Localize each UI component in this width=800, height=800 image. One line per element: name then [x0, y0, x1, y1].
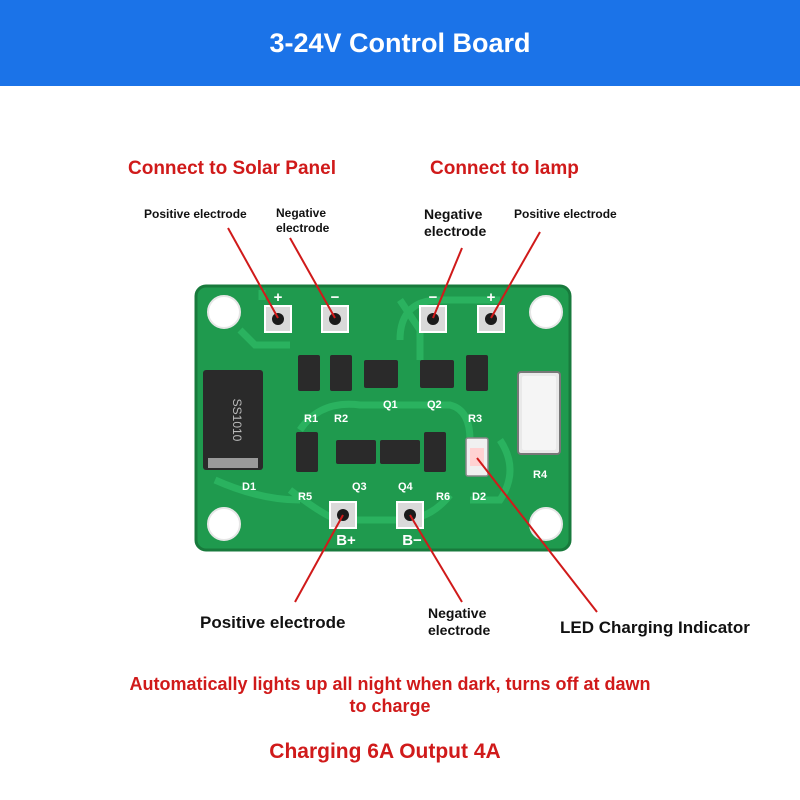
transistor-q3	[336, 440, 376, 464]
label-r1: R1	[304, 413, 318, 425]
mounting-hole	[207, 507, 241, 541]
transistor-q1	[364, 360, 398, 388]
transistor-q4	[380, 440, 420, 464]
label-r2: R2	[334, 413, 348, 425]
label-r3: R3	[468, 413, 482, 425]
label-battery-positive: Positive electrode	[200, 613, 346, 632]
pointer-battery-negative	[409, 514, 463, 603]
pointer-lamp-positive	[490, 231, 541, 319]
diode-d1	[203, 370, 263, 470]
label-d1: D1	[242, 481, 256, 493]
label-r4: R4	[533, 469, 548, 481]
pointer-lamp-negative	[432, 247, 463, 319]
resistor-r6	[424, 432, 446, 472]
resistor-r2	[330, 355, 352, 391]
label-led-indicator: LED Charging Indicator	[560, 618, 750, 637]
pcb-board	[196, 286, 570, 550]
resistor-r3	[466, 355, 488, 391]
label-battery-negative: Negative electrode	[428, 605, 491, 638]
silk-b-minus: B−	[402, 532, 422, 549]
pointer-battery-positive	[294, 514, 344, 603]
pointer-solar-positive	[227, 227, 279, 319]
mounting-hole	[529, 295, 563, 329]
mounting-hole	[207, 295, 241, 329]
label-lamp-negative: Negative electrode	[424, 206, 487, 239]
label-q1: Q1	[383, 399, 398, 411]
silk-top-1: +	[274, 289, 283, 306]
label-q3: Q3	[352, 481, 367, 493]
label-solar-negative: Negative electrode	[276, 206, 330, 235]
spec-text: Charging 6A Output 4A	[269, 740, 501, 763]
resistor-r1	[298, 355, 320, 391]
label-solar-positive: Positive electrode	[144, 207, 247, 221]
pointer-led-indicator	[476, 457, 598, 613]
label-d2: D2	[472, 491, 486, 503]
label-q4: Q4	[398, 481, 414, 493]
silk-top-2: −	[331, 289, 340, 306]
lamp-heading: Connect to lamp	[430, 158, 579, 179]
silk-b-plus: B+	[336, 532, 356, 549]
page-title: 3-24V Control Board	[269, 27, 531, 58]
description-text: Automatically lights up all night when d…	[129, 674, 651, 716]
transistor-q2	[420, 360, 454, 388]
mounting-hole	[529, 507, 563, 541]
label-r5: R5	[298, 491, 312, 503]
title-banner: 3-24V Control Board	[0, 0, 800, 86]
silk-top-4: +	[487, 289, 496, 306]
solar-heading: Connect to Solar Panel	[128, 158, 336, 179]
resistor-r5	[296, 432, 318, 472]
pointer-solar-negative	[289, 237, 336, 319]
label-q2: Q2	[427, 399, 442, 411]
label-r6: R6	[436, 491, 450, 503]
label-lamp-positive: Positive electrode	[514, 207, 617, 221]
silk-top-3: −	[429, 289, 438, 306]
diode-marking: SS1010	[230, 399, 244, 442]
